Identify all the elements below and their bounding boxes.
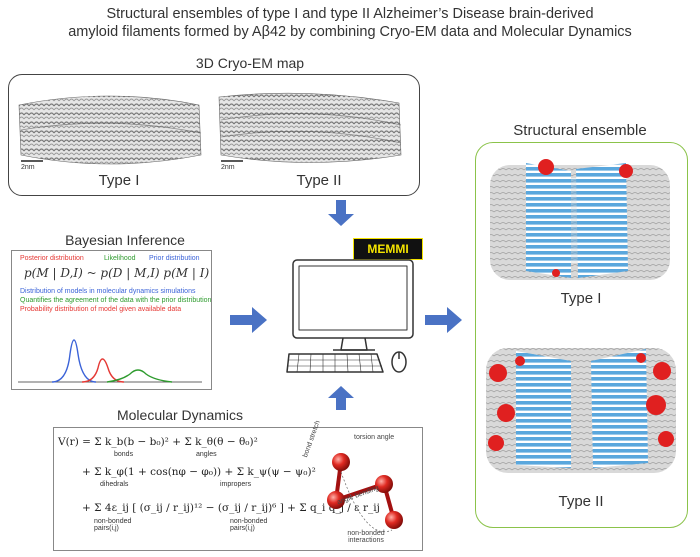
cryo-type1-label: Type I [98, 172, 140, 189]
title-line-1: Structural ensembles of type I and type … [106, 6, 594, 22]
md-equation-3: + Σ 4ε_ij [ (σ_ij / r_ij)¹² − (σ_ij / r_… [82, 502, 380, 514]
ensemble-heading: Structural ensemble [513, 122, 647, 139]
cryo-em-heading: 3D Cryo-EM map [195, 55, 305, 71]
ensemble-type1 [490, 159, 670, 280]
fibril-type2 [218, 92, 402, 163]
md-sub-angles: angles [196, 451, 217, 458]
label-prior: Prior distribution [149, 255, 200, 262]
md-sub-impropers: impropers [220, 481, 252, 488]
atom-2 [327, 491, 345, 509]
note-blue: Distribution of models in molecular dyna… [20, 288, 196, 295]
scale-label-right: 2nm [221, 164, 235, 171]
ensemble-type2-label: Type II [558, 493, 604, 510]
md-equation-2: + Σ k_φ(1 + cos(nφ − φ₀)) + Σ k_ψ(ψ − ψ₀… [82, 466, 316, 478]
title-line-2: amyloid filaments formed by Aβ42 by comb… [68, 24, 632, 40]
note-green: Quantifies the agreement of the data wit… [20, 297, 212, 304]
prior-curve [51, 339, 97, 383]
ensemble-panel: Type I Type II [475, 142, 688, 528]
arrow-right-right [425, 307, 462, 333]
md-sub-pairs-1: non-bonded pairs(i,j) [94, 518, 132, 532]
atom-1 [332, 453, 350, 471]
molecule-diagram [327, 453, 403, 532]
ensemble-type2 [486, 348, 676, 473]
bayes-heading: Bayesian Inference [65, 232, 185, 248]
atom-3 [375, 475, 393, 493]
ensemble-type1-label: Type I [560, 290, 602, 307]
label-non-bonded: non-bonded interactions [347, 530, 385, 544]
cryo-em-maps [18, 92, 402, 165]
note-red: Probability distribution of model given … [20, 306, 182, 313]
distribution-curves [18, 339, 202, 383]
computer-icon [286, 259, 414, 373]
md-equation-1: V(r) = Σ k_b(b − b₀)² + Σ k_θ(θ − θ₀)² [58, 436, 258, 448]
md-heading: Molecular Dynamics [116, 407, 244, 423]
cryo-type2-label: Type II [296, 172, 342, 189]
scale-label-left: 2nm [21, 164, 35, 171]
md-sub-bonds: bonds [114, 451, 134, 458]
label-posterior: Posterior distribution [20, 255, 84, 262]
fibril-type1 [18, 95, 202, 165]
arrow-right-left [230, 307, 267, 333]
bayes-formula: p(M | D,I) ~ p(D | M,I) p(M | I) [24, 266, 210, 280]
likelihood-curve [106, 369, 173, 383]
posterior-curve [81, 358, 125, 383]
md-panel: V(r) = Σ k_b(b − b₀)² + Σ k_θ(θ − θ₀)² b… [53, 420, 423, 551]
bayes-panel: Posterior distribution Likelihood Prior … [11, 250, 212, 390]
arrow-up [328, 386, 354, 410]
md-sub-dihedrals: dihedrals [100, 481, 129, 488]
atom-4 [385, 511, 403, 529]
arrow-down [328, 200, 354, 226]
cryo-em-panel: 2nm 2nm Type I Type II [8, 74, 420, 196]
label-likelihood: Likelihood [104, 255, 136, 262]
ensemble-structures [486, 159, 676, 473]
label-torsion-angle: torsion angle [354, 434, 395, 441]
memmi-badge: MEMMI [353, 238, 423, 260]
md-sub-pairs-2: non-bonded pairs(i,j) [230, 518, 268, 532]
